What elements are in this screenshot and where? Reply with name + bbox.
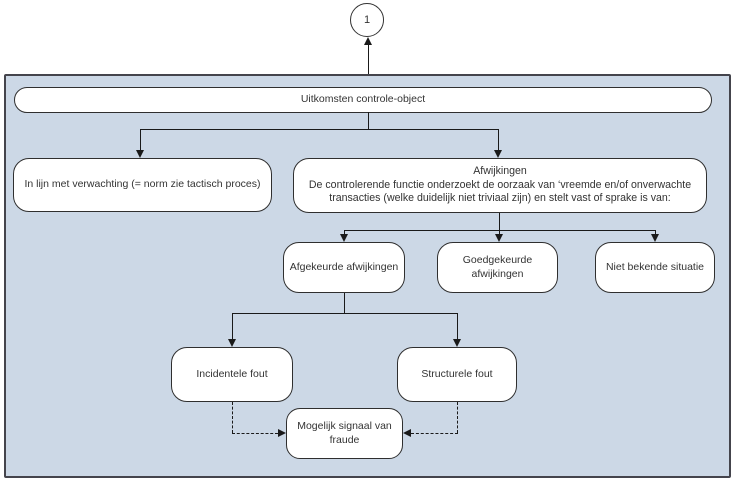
dashed-connector-incidentele-fraude [232, 402, 233, 433]
flow-node-niet-bekend-label: Niet bekende situatie [605, 260, 705, 273]
flow-node-afgekeurde: Afgekeurde afwijkingen [283, 242, 405, 293]
arrowhead-left [403, 429, 411, 437]
connector-to-structurele [457, 313, 458, 340]
connector-to-goedgekeurde [499, 230, 500, 235]
flow-node-uitkomsten: Uitkomsten controle-object [14, 87, 712, 113]
flow-node-afwijkingen-body: De controlerende functie onderzoekt de o… [308, 178, 692, 205]
connector-to-afwijkingen [498, 129, 499, 150]
arrowhead-right [278, 429, 286, 437]
flow-node-niet-bekend: Niet bekende situatie [595, 242, 715, 293]
flow-node-afgekeurde-label: Afgekeurde afwijkingen [289, 260, 399, 273]
flow-node-fraude: Mogelijk signaal van fraude [286, 408, 403, 459]
dashed-connector-structurele-fraude [411, 433, 458, 434]
flow-node-goedgekeurde: Goedgekeurde afwijkingen [437, 242, 558, 293]
off-page-connector-label: 1 [363, 14, 371, 26]
connector-to-in-lijn [140, 129, 141, 150]
arrowhead-down [495, 234, 503, 242]
arrowhead-down [494, 150, 502, 158]
dashed-connector-structurele-fraude [457, 402, 458, 433]
flow-node-structurele: Structurele fout [397, 347, 517, 402]
dashed-connector-incidentele-fraude [232, 433, 278, 434]
arrowhead-down [340, 234, 348, 242]
arrowhead-up [364, 37, 372, 45]
flow-node-goedgekeurde-label: Goedgekeurde afwijkingen [462, 253, 533, 280]
connector-afwijkingen-stem [499, 213, 500, 231]
connector-afwijkingen-branch [344, 230, 656, 231]
flow-node-afwijkingen-title: Afwijkingen [473, 164, 527, 177]
connector-to-niet-bekend [655, 230, 656, 235]
off-page-connector: 1 [350, 3, 384, 37]
connector-to-incidentele [232, 313, 233, 340]
arrowhead-down [453, 339, 461, 347]
connector-panel-to-circle [368, 44, 369, 74]
flow-node-uitkomsten-label: Uitkomsten controle-object [300, 93, 426, 106]
arrowhead-down [136, 150, 144, 158]
arrowhead-down [651, 234, 659, 242]
flow-node-structurele-label: Structurele fout [421, 367, 493, 380]
connector-afgekeurde-stem [344, 293, 345, 314]
flow-node-in-lijn: In lijn met verwachting (= norm zie tact… [13, 158, 272, 212]
connector-to-afgekeurde [344, 230, 345, 235]
connector-uitkomsten-stem [368, 112, 369, 130]
flow-node-afwijkingen: Afwijkingen De controlerende functie ond… [293, 158, 707, 213]
arrowhead-down [228, 339, 236, 347]
flow-node-incidentele: Incidentele fout [171, 347, 293, 402]
flow-node-incidentele-label: Incidentele fout [196, 367, 268, 380]
connector-uitkomsten-branch [140, 129, 499, 130]
flow-node-in-lijn-label: In lijn met verwachting (= norm zie tact… [24, 178, 261, 191]
flow-node-fraude-label: Mogelijk signaal van fraude [297, 419, 392, 446]
connector-afgekeurde-branch [232, 313, 458, 314]
